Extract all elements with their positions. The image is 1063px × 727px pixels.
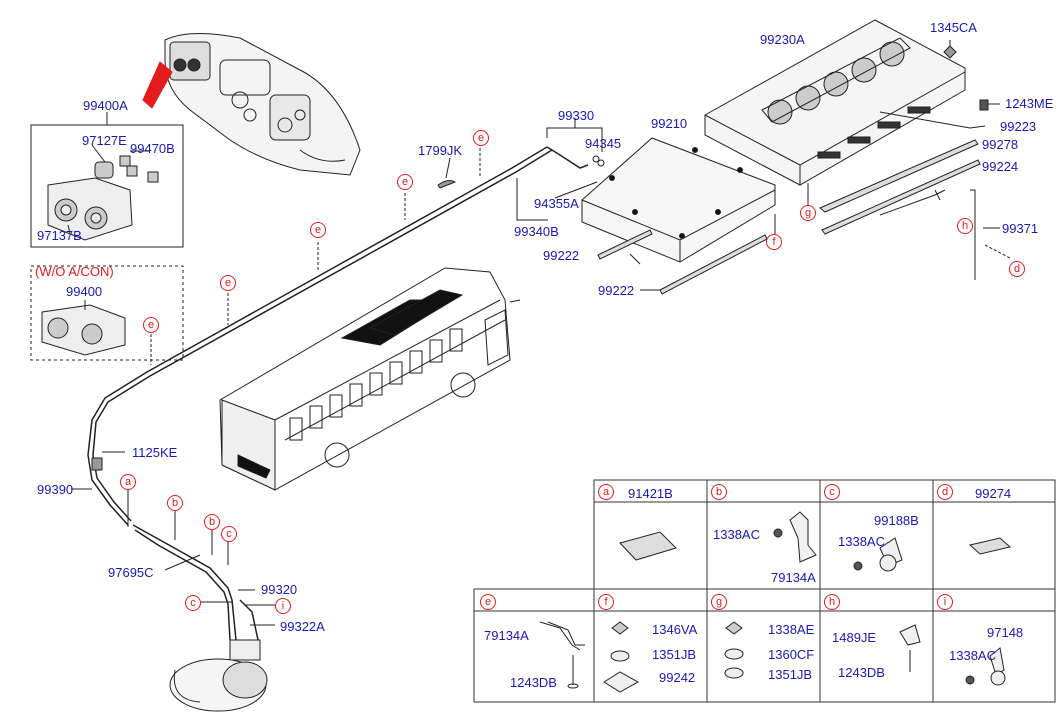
table-a-part: 91421B xyxy=(628,486,673,501)
callout-e: e xyxy=(220,275,236,291)
label-without-ac: (W/O A/CON) xyxy=(35,264,114,279)
table-key-i: i xyxy=(937,594,953,610)
table-c-part2: 1338AC xyxy=(838,534,885,549)
callout-e: e xyxy=(397,174,413,190)
label-99222-lower: 99222 xyxy=(598,283,635,298)
parts-table-grid xyxy=(473,479,1056,703)
duct-pipe xyxy=(87,146,589,526)
table-d-part: 99274 xyxy=(975,486,1012,501)
table-g-part1: 1338AE xyxy=(768,622,815,637)
table-key-b: b xyxy=(711,484,727,500)
table-h-part2: 1243DB xyxy=(838,665,885,680)
label-1243me: 1243ME xyxy=(1005,96,1054,111)
table-g-part3: 1351JB xyxy=(768,667,813,682)
label-94355a: 94355A xyxy=(534,196,579,211)
callout-b: b xyxy=(167,495,183,511)
table-f-part2: 1351JB xyxy=(652,647,697,662)
callout-i: i xyxy=(275,598,291,614)
table-i-part2: 1338AC xyxy=(949,648,996,663)
label-99390: 99390 xyxy=(37,482,74,497)
label-99223: 99223 xyxy=(1000,119,1037,134)
callout-c: c xyxy=(221,526,237,542)
label-97695c: 97695C xyxy=(108,565,154,580)
label-99224: 99224 xyxy=(982,159,1019,174)
hose-assembly xyxy=(132,524,259,641)
table-b-part1: 1338AC xyxy=(713,527,760,542)
compressor-illustration xyxy=(169,658,268,712)
label-99330: 99330 xyxy=(558,108,595,123)
callout-b: b xyxy=(204,514,220,530)
table-key-f: f xyxy=(598,594,614,610)
callout-e: e xyxy=(310,222,326,238)
panel-99210 xyxy=(581,137,776,263)
table-key-a: a xyxy=(598,484,614,500)
table-i-part1: 97148 xyxy=(987,625,1024,640)
label-1799jk: 1799JK xyxy=(418,143,463,158)
label-99210: 99210 xyxy=(651,116,688,131)
label-99400a: 99400A xyxy=(83,98,128,113)
table-c-part1: 99188B xyxy=(874,513,919,528)
callout-h: h xyxy=(957,218,973,234)
table-key-e: e xyxy=(480,594,496,610)
table-e-part1: 79134A xyxy=(484,628,529,643)
label-99222-upper: 99222 xyxy=(543,248,580,263)
control-module-99400a xyxy=(47,177,133,241)
table-f-part3: 99242 xyxy=(659,670,696,685)
label-1125ke: 1125KE xyxy=(132,445,178,460)
label-99278: 99278 xyxy=(982,137,1019,152)
bus-illustration xyxy=(219,267,521,491)
callout-e: e xyxy=(143,317,159,333)
table-key-c: c xyxy=(824,484,840,500)
control-module-99400 xyxy=(41,304,126,356)
table-g-part2: 1360CF xyxy=(768,647,815,662)
callout-g: g xyxy=(800,205,816,221)
label-99400: 99400 xyxy=(66,284,103,299)
callout-a: a xyxy=(120,474,136,490)
table-key-d: d xyxy=(937,484,953,500)
callout-f: f xyxy=(766,234,782,250)
label-94345: 94345 xyxy=(585,136,622,151)
table-f-part1: 1346VA xyxy=(652,622,698,637)
label-1345ca: 1345CA xyxy=(930,20,977,35)
callout-c: c xyxy=(185,595,201,611)
table-h-part1: 1489JE xyxy=(832,630,877,645)
label-99340b: 99340B xyxy=(514,224,559,239)
module-99400-box xyxy=(30,265,184,361)
dashboard-illustration xyxy=(142,32,361,176)
callout-d: d xyxy=(1009,261,1025,277)
label-99320: 99320 xyxy=(261,582,298,597)
label-97127e: 97127E xyxy=(82,133,127,148)
label-97137b: 97137B xyxy=(37,228,82,243)
label-99230a: 99230A xyxy=(760,32,805,47)
label-99470b: 99470B xyxy=(130,141,175,156)
table-e-part2: 1243DB xyxy=(510,675,557,690)
label-99322a: 99322A xyxy=(280,619,325,634)
label-99371: 99371 xyxy=(1002,221,1039,236)
callout-e: e xyxy=(473,130,489,146)
table-key-h: h xyxy=(824,594,840,610)
roof-unit-99230a xyxy=(704,19,966,186)
table-b-part2: 79134A xyxy=(771,570,816,585)
table-key-g: g xyxy=(711,594,727,610)
